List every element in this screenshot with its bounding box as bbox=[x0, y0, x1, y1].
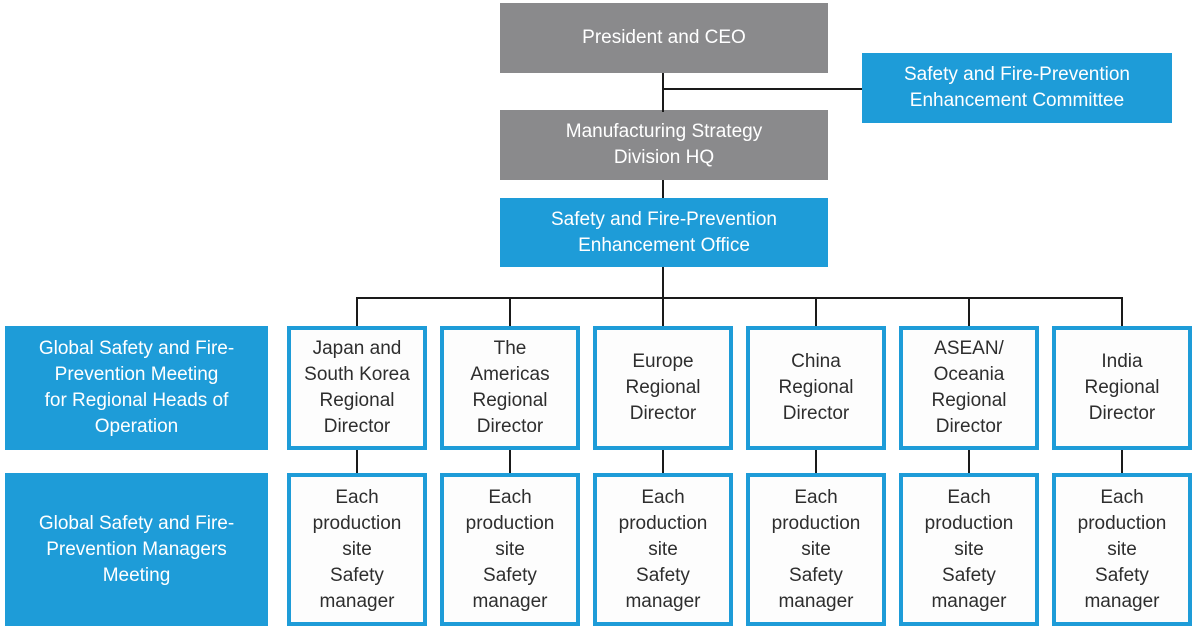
director-box-india: India Regional Director bbox=[1052, 326, 1192, 450]
connector-director-manager-india bbox=[1121, 450, 1123, 473]
connector-office-branch bbox=[662, 267, 664, 298]
manager-box-china: Each production site Safety manager bbox=[746, 473, 886, 626]
connector-director-manager-americas bbox=[509, 450, 511, 473]
connector-branch-japan bbox=[356, 298, 358, 326]
connector-division-office bbox=[662, 180, 664, 198]
connector-branch-horizontal bbox=[356, 297, 1123, 299]
connector-branch-china bbox=[815, 298, 817, 326]
manager-box-japan-south-korea: Each production site Safety manager bbox=[287, 473, 427, 626]
connector-to-committee bbox=[663, 88, 862, 90]
manager-box-europe: Each production site Safety manager bbox=[593, 473, 733, 626]
director-box-asean-oceania: ASEAN/ Oceania Regional Director bbox=[899, 326, 1039, 450]
ceo-box: President and CEO bbox=[500, 3, 828, 73]
connector-branch-asean bbox=[968, 298, 970, 326]
connector-branch-europe bbox=[662, 298, 664, 326]
director-box-japan-south-korea: Japan and South Korea Regional Director bbox=[287, 326, 427, 450]
meeting-regional-heads-box: Global Safety and Fire- Prevention Meeti… bbox=[5, 326, 268, 450]
office-box: Safety and Fire-Prevention Enhancement O… bbox=[500, 198, 828, 267]
division-hq-box: Manufacturing Strategy Division HQ bbox=[500, 110, 828, 180]
connector-branch-americas bbox=[509, 298, 511, 326]
committee-box: Safety and Fire-Prevention Enhancement C… bbox=[862, 53, 1172, 123]
connector-director-manager-china bbox=[815, 450, 817, 473]
connector-director-manager-japan bbox=[356, 450, 358, 473]
connector-director-manager-asean bbox=[968, 450, 970, 473]
director-box-americas: The Americas Regional Director bbox=[440, 326, 580, 450]
manager-box-india: Each production site Safety manager bbox=[1052, 473, 1192, 626]
director-box-europe: Europe Regional Director bbox=[593, 326, 733, 450]
meeting-managers-box: Global Safety and Fire- Prevention Manag… bbox=[5, 473, 268, 626]
manager-box-americas: Each production site Safety manager bbox=[440, 473, 580, 626]
director-box-china: China Regional Director bbox=[746, 326, 886, 450]
connector-ceo-division bbox=[662, 73, 664, 112]
connector-branch-india bbox=[1121, 298, 1123, 326]
manager-box-asean-oceania: Each production site Safety manager bbox=[899, 473, 1039, 626]
connector-director-manager-europe bbox=[662, 450, 664, 473]
